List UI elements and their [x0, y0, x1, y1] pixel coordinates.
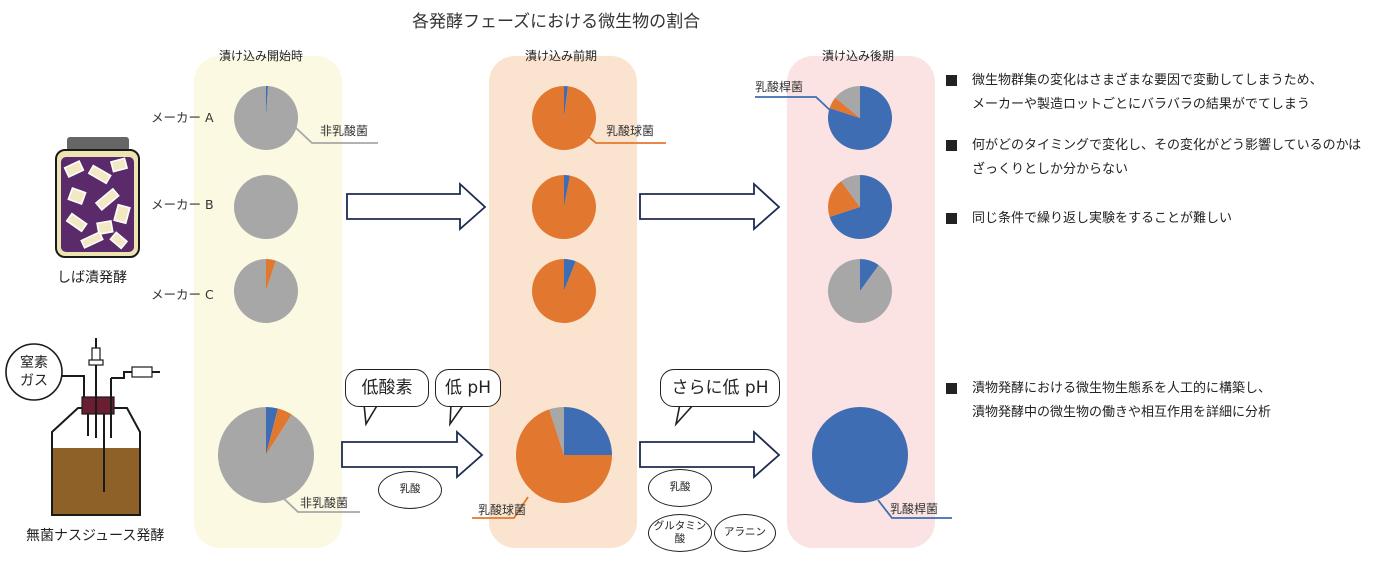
pie-slice-nasu-start-cocci [266, 408, 292, 455]
bubble-low-ph: 低 pH [435, 369, 501, 407]
pie-slice-start-C-nonlab [233, 259, 298, 323]
process-arrows [341, 181, 781, 479]
arrow-start-to-early-nasu [341, 429, 484, 479]
phase-title-early: 漬け込み前期 [525, 49, 598, 63]
nasu-juice-label: 無菌ナスジュース発酵 [26, 528, 165, 544]
arrow-early-to-late-nasu [639, 429, 781, 479]
maker-label-b: メーカー B [151, 197, 214, 212]
metabolite-lactic-acid-start: 乳酸 [378, 471, 442, 509]
bubble-low-oxygen: 低酸素 [345, 369, 429, 407]
bubble-tails [363, 403, 695, 427]
pie-slice-late-C-nonlab [828, 259, 893, 323]
gas-label-line1: 窒素 [20, 355, 48, 371]
pie-slice-early-C-rods [564, 259, 576, 291]
maker-label-a: メーカー A [151, 110, 214, 125]
pie-slice-start-B-nonlab [234, 175, 298, 239]
leader-nonlab-top [295, 127, 378, 144]
note-4-line-2: 漬物発酵中の微生物の働きや相互作用を詳細に分析 [972, 405, 1272, 420]
metabolite-lactic-acid-late: 乳酸 [648, 469, 712, 507]
pie-slice-early-B-rods [564, 175, 570, 207]
diagram-title: 各発酵フェーズにおける微生物の割合 [412, 12, 701, 32]
label-cocci-bottom: 乳酸球菌 [478, 503, 527, 517]
culture-bottle-icon [5, 338, 160, 516]
label-nonlab-bottom: 非乳酸菌 [300, 496, 349, 510]
pie-slice-late-C-rods [860, 259, 879, 291]
pie-slice-late-B-rods [829, 174, 893, 239]
metabolite-glutamic-acid: グルタミン 酸 [648, 514, 712, 552]
shiba-pickle-label: しば漬発酵 [57, 270, 127, 286]
bullet-square-icon [946, 140, 957, 151]
maker-label-c: メーカー C [151, 287, 214, 302]
pie-slice-start-C-cocci [266, 259, 276, 291]
pie-slice-nasu-start-nonlab [218, 407, 315, 504]
note-1-line-2: メーカーや製造ロットごとにバラバラの結果がでてしまう [972, 97, 1310, 112]
gas-label-line2: ガス [20, 373, 48, 389]
pie-slice-late-B-cocci [828, 181, 860, 217]
note-3-line-1: 同じ条件で繰り返し実験をすることが難しい [972, 211, 1233, 226]
note-4-line-1: 漬物発酵における微生物生態系を人工的に構築し、 [972, 381, 1272, 396]
pie-slice-nasu-early-nonlab [549, 407, 564, 455]
phase-title-start: 漬け込み開始時 [219, 49, 304, 63]
arrow-early-to-late-pickle [639, 181, 781, 231]
note-2-line-1: 何がどのタイミングで変化し、その変化がどう影響しているのかは [972, 138, 1362, 153]
label-nonlab-top: 非乳酸菌 [320, 124, 369, 138]
bullet-square-icon [946, 383, 957, 394]
pie-slice-nasu-start-rods [266, 407, 278, 455]
pie-slice-early-B-cocci [531, 174, 596, 240]
pie-slice-start-A-nonlab [234, 86, 299, 150]
glutamic-acid-line1: グルタミン [653, 519, 707, 532]
bullet-square-icon [946, 213, 957, 224]
leader-rods-bottom [877, 499, 952, 519]
note-1-line-1: 微生物群集の変化はさまざまな要因で変動してしまうため、 [972, 73, 1323, 88]
pie-slice-early-A-cocci [532, 86, 597, 150]
bullet-square-icon [946, 75, 957, 86]
pie-slice-late-A-cocci [829, 97, 860, 118]
pie-slice-nasu-late-rods [812, 407, 908, 503]
label-rods-top: 乳酸桿菌 [755, 80, 804, 94]
leader-cocci-bottom [472, 496, 529, 519]
pie-slice-late-A-nonlab [835, 85, 860, 118]
bubble-lower-ph: さらに低 pH [660, 369, 780, 407]
label-rods-bottom: 乳酸桿菌 [890, 502, 939, 516]
pie-slice-late-B-nonlab [841, 175, 860, 207]
pie-slice-late-A-rods [828, 85, 893, 150]
note-2-line-2: ざっくりとしか分からない [972, 162, 1129, 177]
pie-slice-start-A-rods [266, 85, 269, 118]
pie-slice-early-C-cocci [531, 259, 596, 323]
pickle-jar-icon [55, 137, 140, 258]
glutamic-acid-line2: 酸 [674, 533, 686, 545]
pie-slice-early-A-rods [564, 85, 569, 118]
arrow-start-to-early-pickle [346, 181, 487, 231]
pie-slice-nasu-early-cocci [515, 409, 612, 504]
leader-nonlab-bottom [279, 494, 360, 513]
pie-slice-nasu-early-rods [564, 407, 612, 455]
phase-title-late: 漬け込み後期 [822, 49, 895, 63]
leader-rods-top [755, 96, 833, 113]
metabolite-alanine: アラニン [714, 514, 776, 552]
label-cocci-top: 乳酸球菌 [606, 124, 655, 138]
